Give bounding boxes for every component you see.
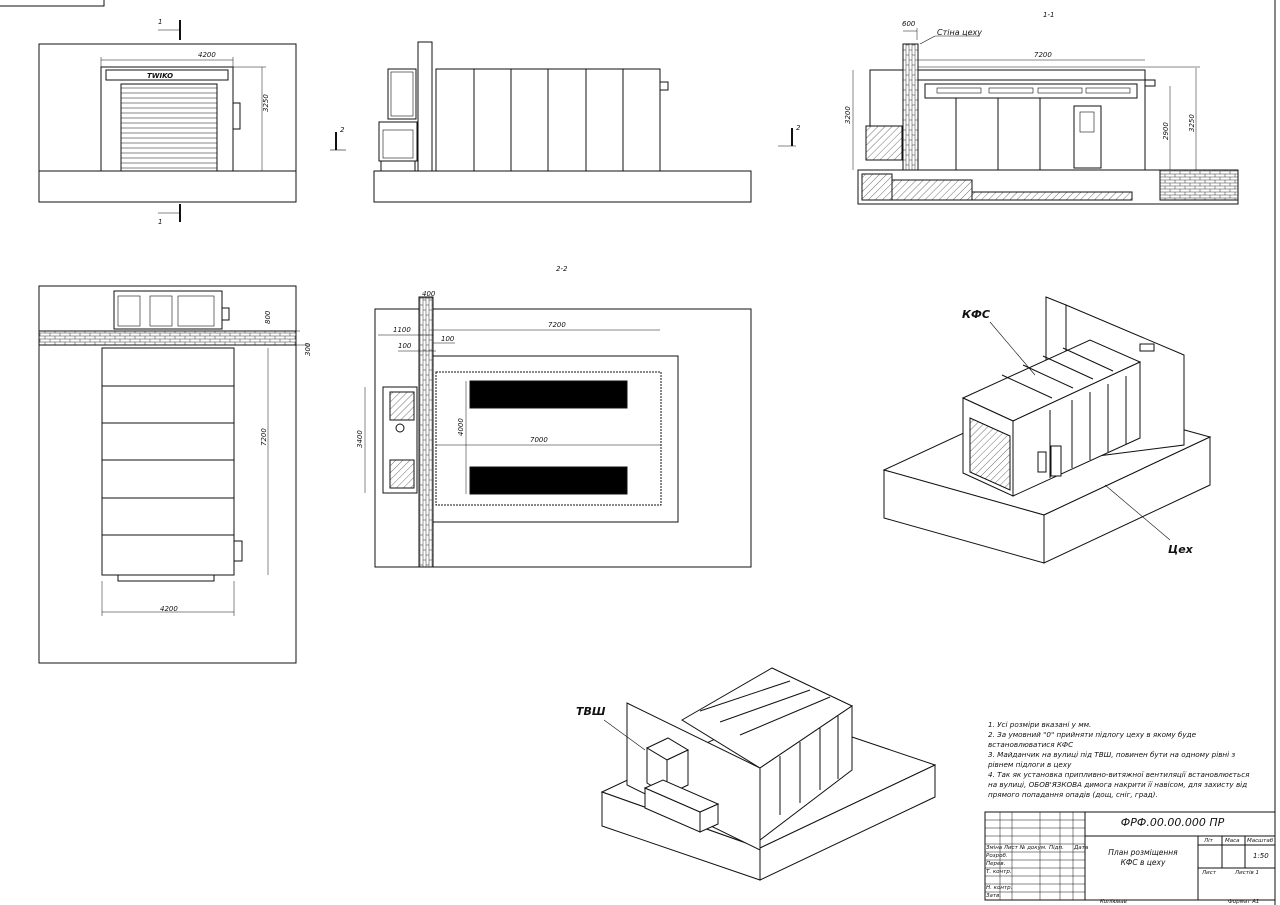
dim-height-3250: 3250	[1188, 114, 1196, 132]
dim-plan-300: 300	[304, 342, 312, 356]
document-title: План розміщення КФС в цеху	[1088, 848, 1198, 868]
dim-offset-1100: 1100	[393, 326, 411, 334]
section-marker-1-top: 1	[158, 18, 162, 26]
tb-row-data: Дата	[1074, 845, 1089, 851]
label-tvsh: ТВШ	[576, 705, 606, 718]
drawing-notes: 1. Усі розміри вказані у мм. 2. За умовн…	[988, 720, 1260, 800]
section-1-1-view	[852, 28, 1239, 205]
section-2-2-view	[364, 296, 752, 568]
tb-row-pidp: Підп.	[1049, 845, 1064, 851]
dim-height-3200: 3200	[844, 106, 852, 124]
isometric-kfs	[882, 296, 1212, 564]
section-2-2-title: 2-2	[556, 265, 568, 273]
dim-offset-100-left: 100	[398, 342, 412, 350]
tb-col-scale: Масштаб	[1247, 838, 1274, 844]
section-marker-2-left: 2	[340, 126, 345, 134]
plan-view	[38, 285, 310, 664]
dim-plan-width: 4200	[160, 605, 178, 613]
label-shop: Цех	[1168, 543, 1194, 556]
dim-offset-100-right: 100	[441, 335, 455, 343]
cabin-brand-front: TWIKO	[147, 72, 173, 80]
dim-front-width: 4200	[198, 51, 216, 59]
dim-length-7000: 7000	[530, 436, 548, 444]
tb-row-rozrob: Розроб.	[986, 853, 1008, 859]
dim-front-height: 3250	[262, 94, 270, 112]
dim-width-4000: 4000	[457, 418, 465, 436]
tb-row-nkontr: Н. контр.	[986, 885, 1013, 891]
dim-wall-600: 600	[902, 20, 916, 28]
tb-sheets: Листів 1	[1235, 870, 1259, 876]
note-item: 3. Майданчик на вулиці під ТВШ, повинен …	[988, 750, 1236, 769]
document-code: ФРФ.00.00.000 ПР	[1120, 816, 1225, 829]
document-title-line2: КФС в цеху	[1120, 858, 1166, 867]
tb-col-mass: Маса	[1225, 838, 1240, 844]
dim-plan-length: 7200	[260, 428, 268, 446]
dim-height-2900: 2900	[1162, 122, 1170, 140]
document-title-line1: План розміщення	[1108, 848, 1178, 857]
tb-row-zatv: Затв.	[986, 893, 1002, 899]
front-view	[38, 20, 297, 222]
dim-width-3400: 3400	[356, 430, 364, 448]
section-1-1-title: 1-1	[1043, 11, 1054, 19]
tb-col-lit: Літ	[1204, 838, 1213, 844]
section-marker-1-bottom: 1	[158, 218, 162, 226]
dim-plan-800: 800	[264, 310, 272, 324]
side-view	[330, 41, 796, 203]
label-shop-wall: Стіна цеху	[937, 28, 982, 37]
tb-copied: Копіював	[1100, 899, 1127, 905]
tb-row-izm: Зміна Лист № докум.	[986, 845, 1047, 851]
note-item: 1. Усі розміри вказані у мм.	[988, 720, 1092, 729]
dim-wall-400: 400	[422, 290, 436, 298]
title-block	[984, 811, 1276, 901]
tb-sheet: Лист	[1202, 870, 1216, 876]
note-item: 2. За умовний "0" прийняти підлогу цеху …	[988, 730, 1197, 749]
tb-format: Формат А1	[1228, 899, 1260, 905]
dim-plan2-length: 7200	[548, 321, 566, 329]
section-marker-2-right: 2	[796, 124, 801, 132]
isometric-tvsh	[600, 667, 937, 881]
tb-row-perev: Перев.	[986, 861, 1006, 867]
tb-row-tkontr: Т. контр.	[986, 869, 1012, 875]
label-kfs: КФС	[962, 308, 990, 321]
dim-section-length: 7200	[1034, 51, 1052, 59]
sheet-corner	[0, 0, 105, 7]
note-item: 4. Так як установка припливно-витяжної в…	[988, 770, 1250, 799]
tb-scale-value: 1:50	[1253, 852, 1269, 860]
